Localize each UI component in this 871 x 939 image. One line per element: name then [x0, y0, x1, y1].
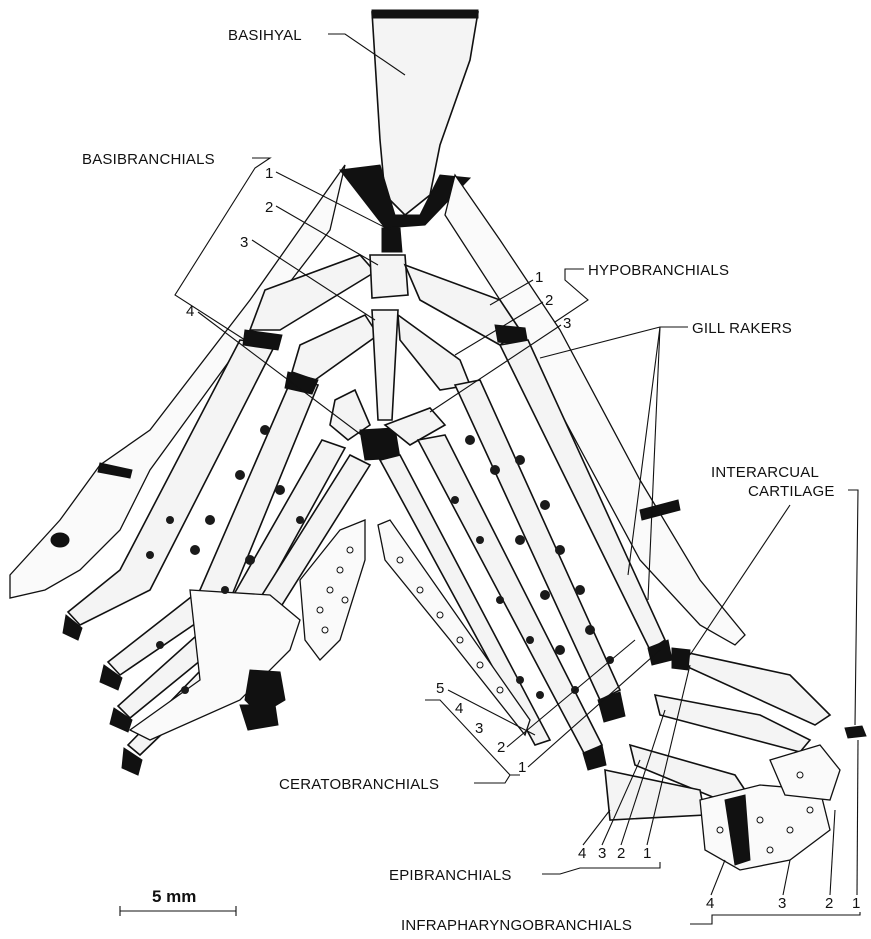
basi-num-4: 4 — [186, 303, 194, 320]
basi-num-1: 1 — [265, 165, 273, 182]
left-arches — [10, 165, 378, 775]
right-arches — [378, 175, 866, 870]
cerato-num-5: 5 — [436, 680, 444, 697]
basi-num-2: 2 — [265, 199, 273, 216]
label-ceratobranchials: CERATOBRANCHIALS — [279, 776, 439, 793]
cerato-num-2: 2 — [497, 739, 505, 756]
cerato-num-3: 3 — [475, 720, 483, 737]
basibranchial-2 — [370, 255, 408, 298]
label-interarcual-2: CARTILAGE — [748, 483, 835, 500]
infra-num-3: 3 — [778, 895, 786, 912]
scale-bar-label: 5 mm — [152, 887, 196, 906]
cerato-num-1: 1 — [518, 759, 526, 776]
left-tip-cartilage — [51, 533, 69, 547]
infrapharyngo-1-tip — [845, 726, 866, 738]
label-interarcual-1: INTERARCUAL — [711, 464, 819, 481]
leader-ceratobranchials — [474, 775, 510, 783]
hypo-num-2: 2 — [545, 292, 553, 309]
basibranchial-3 — [372, 310, 398, 420]
label-gill-rakers: GILL RAKERS — [692, 320, 792, 337]
cerato-num-4: 4 — [455, 700, 463, 717]
epi-num-1: 1 — [643, 845, 651, 862]
label-infrapharyngobranchials: INFRAPHARYNGOBRANCHIALS — [401, 917, 632, 934]
right-epi1-cartilage — [672, 648, 690, 670]
epi-num-3: 3 — [598, 845, 606, 862]
basibranchial-2-cartilage — [382, 228, 402, 252]
scale-bar — [120, 906, 236, 916]
infra-num-4: 4 — [706, 895, 714, 912]
label-basihyal: BASIHYAL — [228, 27, 302, 44]
infra-num-1: 1 — [852, 895, 860, 912]
epi-num-4: 4 — [578, 845, 586, 862]
epi-num-2: 2 — [617, 845, 625, 862]
basihyal-cap — [372, 10, 478, 18]
left-hypobranchial-2 — [292, 315, 378, 380]
basi-num-3: 3 — [240, 234, 248, 251]
label-hypobranchials: HYPOBRANCHIALS — [588, 262, 729, 279]
leader-interarcual — [848, 490, 858, 725]
label-epibranchials: EPIBRANCHIALS — [389, 867, 512, 884]
bracket-epibranchials — [542, 862, 660, 874]
right-ceratobranchial-5 — [378, 520, 530, 735]
bracket-infrapharyngobranchials — [690, 912, 860, 924]
left-epi-cartilage-2 — [240, 705, 278, 730]
bracket-hypobranchials — [555, 269, 588, 322]
label-basibranchials: BASIBRANCHIALS — [82, 151, 215, 168]
infra-num-2: 2 — [825, 895, 833, 912]
hypo-num-3: 3 — [563, 315, 571, 332]
hypo-num-1: 1 — [535, 269, 543, 286]
